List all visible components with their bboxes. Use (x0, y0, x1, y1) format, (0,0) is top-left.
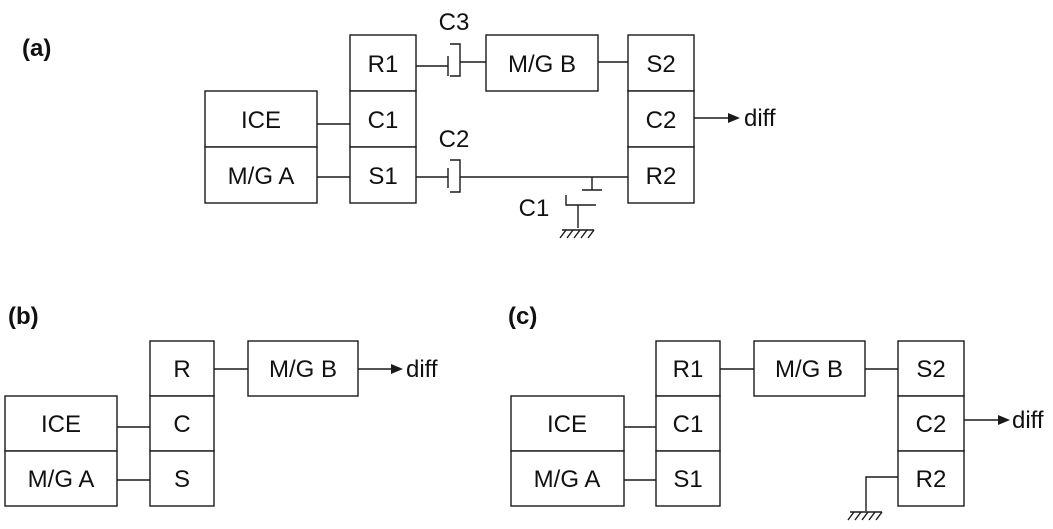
panel-a-ice-box (204, 90, 318, 148)
panel-a-s1-label: S1 (368, 163, 397, 190)
panel-c-s2-label: S2 (916, 356, 945, 383)
panel-c-c1-box (655, 395, 721, 452)
panel-c-s1-box (655, 450, 721, 507)
panel-c-s2-box (897, 340, 965, 397)
panel-a-r2-label: R2 (646, 163, 677, 190)
panel-b-r-box (149, 340, 215, 397)
panel-c-ice-label: ICE (547, 411, 587, 438)
panel-a-ice-label: ICE (241, 107, 281, 134)
panel-c-mgb-box (753, 340, 866, 397)
panel-c-c1-label: C1 (673, 411, 704, 438)
panel-b-mgb-label: M/G B (269, 356, 337, 383)
panel-c-r2-label: R2 (916, 466, 947, 493)
panel-a-c2-box (627, 90, 695, 148)
panel-a-s2-box (627, 34, 695, 92)
panel-b-ice-box (4, 395, 118, 452)
panel-a-mgb-label: M/G B (508, 51, 576, 78)
panel-a-c1-box (349, 90, 417, 148)
panel-c-mga-box (510, 450, 625, 507)
panel-c-output-arrow-icon (998, 415, 1010, 425)
panel-a-mgb-box (485, 34, 599, 92)
panel-b-output-label: diff (406, 356, 438, 383)
panel-a-r1-label: R1 (368, 51, 399, 78)
panel-a-r2-box (627, 146, 695, 204)
panel-b-mgb-box (247, 340, 359, 397)
panel-a-clutch-c2-label: C2 (439, 126, 470, 153)
panel-b-mga-label: M/G A (28, 466, 95, 493)
panel-a-brake-c1-label: C1 (519, 195, 550, 222)
panel-a-mga-box (204, 146, 318, 204)
panel-a-clutch-c2 (416, 159, 628, 193)
panel-b-c-label: C (173, 411, 190, 438)
panel-b: (b) ICE M/G A R C S M/G B diff (4, 303, 438, 507)
panel-a-c2-label: C2 (646, 107, 677, 134)
panel-a-output-arrow-icon (728, 113, 740, 123)
panel-c-r1-box (655, 340, 721, 397)
panel-a-output-label: diff (744, 105, 776, 132)
panel-a: (a) ICE M/G A R1 C1 S1 C3 M/G B S2 (22, 9, 776, 239)
panel-c-r2-box (897, 450, 965, 507)
panel-c-label: (c) (508, 303, 537, 330)
panel-c-mgb-label: M/G B (775, 356, 843, 383)
panel-c-ice-box (510, 395, 625, 452)
panel-a-brake-c1 (559, 177, 602, 239)
panel-c-c2-label: C2 (916, 411, 947, 438)
panel-a-s2-label: S2 (646, 51, 675, 78)
panel-a-label: (a) (22, 35, 51, 62)
panel-a-mga-label: M/G A (228, 163, 295, 190)
panel-a-c1-label: C1 (368, 107, 399, 134)
panel-c-r1-label: R1 (673, 356, 704, 383)
panel-a-clutch-c3-label: C3 (439, 9, 470, 36)
panel-c-mga-label: M/G A (534, 466, 601, 493)
panel-c-output-label: diff (1012, 407, 1044, 434)
panel-b-output-arrow-icon (391, 364, 403, 374)
panel-b-r-label: R (173, 356, 190, 383)
panel-b-ice-label: ICE (41, 411, 81, 438)
panel-c-ground-icon (847, 476, 898, 521)
panel-c-s1-label: S1 (673, 466, 702, 493)
panel-a-clutch-c3 (416, 43, 486, 77)
panel-c: (c) ICE M/G A R1 C1 S1 M/G B S2 C2 R2 di… (508, 303, 1044, 521)
panel-b-label: (b) (8, 303, 39, 330)
panel-a-s1-box (349, 146, 417, 204)
panel-b-s-box (149, 450, 215, 507)
panel-c-c2-box (897, 395, 965, 452)
panel-b-s-label: S (174, 466, 190, 493)
panel-b-mga-box (4, 450, 118, 507)
